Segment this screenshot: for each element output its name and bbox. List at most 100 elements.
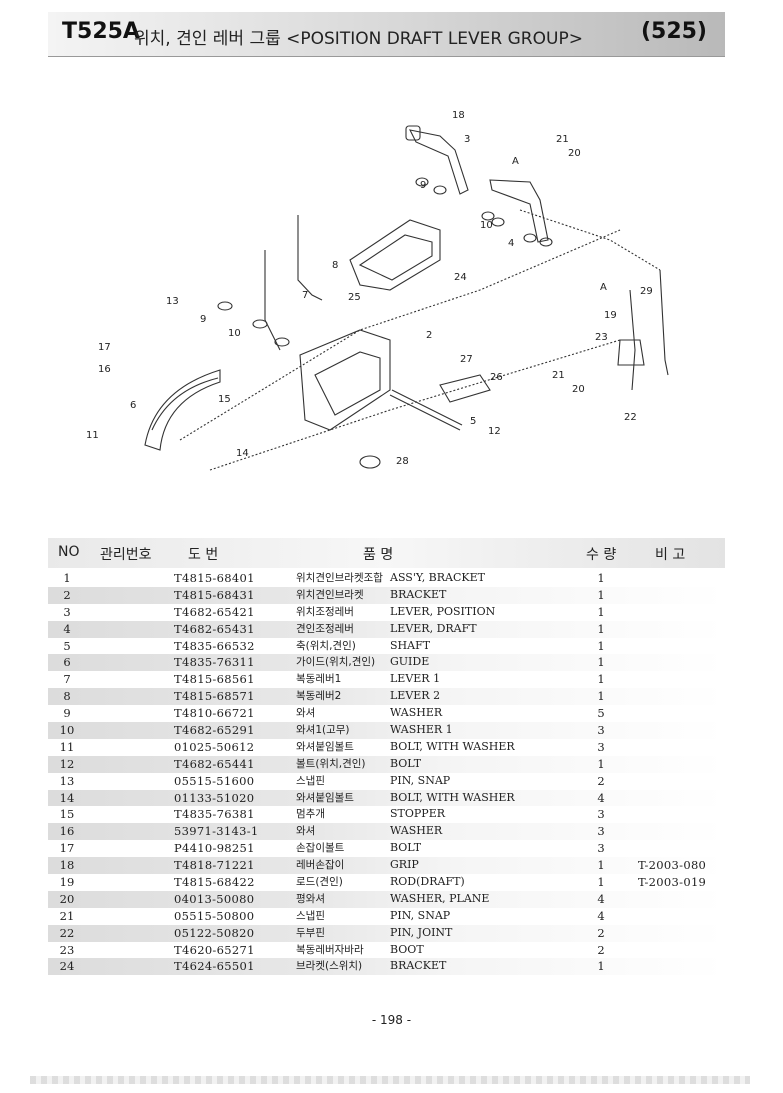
callout-label: 17 <box>98 342 111 353</box>
callout-label: 20 <box>568 148 581 159</box>
row-english-name: BRACKET <box>390 959 447 973</box>
row-english-name: LEVER, DRAFT <box>390 621 477 635</box>
row-quantity: 1 <box>597 621 605 636</box>
row-korean-name: 평와셔 <box>296 892 325 905</box>
row-no: 10 <box>59 723 75 738</box>
row-part-number: T4815-68571 <box>174 689 255 704</box>
row-part-number: 01025-50612 <box>174 739 255 754</box>
row-english-name: BOLT <box>390 841 422 855</box>
row-english-name: SHAFT <box>390 638 431 652</box>
row-part-number: P4410-98251 <box>174 841 255 856</box>
row-part-number: T4815-68561 <box>174 672 255 687</box>
col-drawing: 도 번 <box>188 547 219 563</box>
row-part-number: T4818-71221 <box>174 858 255 873</box>
row-quantity: 1 <box>597 689 605 704</box>
row-english-name: WASHER <box>390 824 443 838</box>
row-korean-name: 로드(견인) <box>296 876 343 889</box>
callout-label: 24 <box>454 272 467 283</box>
callout-label: 29 <box>640 286 653 297</box>
row-korean-name: 손잡이볼트 <box>296 842 345 855</box>
callout-label: 21 <box>556 134 569 145</box>
row-no: 8 <box>63 689 71 704</box>
row-quantity: 2 <box>597 773 605 788</box>
row-korean-name: 복동레버자바라 <box>296 943 364 956</box>
lever-position-part <box>409 129 469 195</box>
row-english-name: ROD(DRAFT) <box>390 875 465 889</box>
col-name: 품 명 <box>363 547 394 563</box>
callout-label: 21 <box>552 370 565 381</box>
row-english-name: WASHER <box>390 706 443 720</box>
row-english-name: BOLT, WITH WASHER <box>390 739 515 753</box>
row-part-number: 05515-50800 <box>174 908 255 923</box>
col-no: NO <box>58 544 80 560</box>
lever-draft-part <box>489 179 549 243</box>
grip-part <box>405 125 421 141</box>
row-quantity: 1 <box>597 655 605 670</box>
row-no: 5 <box>63 638 71 653</box>
row-korean-name: 브라켓(스위치) <box>296 960 363 973</box>
row-no: 11 <box>59 739 75 754</box>
row-korean-name: 와셔1(고무) <box>296 724 350 737</box>
row-korean-name: 레버손잡이 <box>296 859 345 872</box>
callout-label: 25 <box>348 292 361 303</box>
row-quantity: 4 <box>597 908 605 923</box>
row-quantity: 1 <box>597 571 605 585</box>
row-english-name: PIN, SNAP <box>390 773 451 787</box>
row-quantity: 3 <box>597 824 605 839</box>
row-no: 16 <box>59 824 75 839</box>
main-bracket-part <box>299 329 391 431</box>
row-part-number: 04013-50080 <box>174 891 255 906</box>
callout-label: 28 <box>396 456 409 467</box>
row-no: 17 <box>59 841 75 856</box>
row-korean-name: 와셔 <box>296 707 316 720</box>
table-header: NO 관리번호 도 번 품 명 수 량 비 고 <box>48 538 725 568</box>
row-english-name: LEVER 1 <box>390 672 441 686</box>
row-korean-name: 볼트(위치,견인) <box>296 757 366 770</box>
callout-label: 14 <box>236 448 249 459</box>
row-korean-name: 위치견인브라켓 <box>296 588 364 601</box>
row-quantity: 5 <box>597 706 605 721</box>
row-quantity: 3 <box>597 739 605 754</box>
callout-label: 23 <box>595 332 608 343</box>
row-no: 9 <box>63 706 71 721</box>
row-part-number: 05122-50820 <box>174 925 255 940</box>
row-part-number: T4815-68401 <box>174 571 255 585</box>
row-no: 7 <box>63 672 71 687</box>
callout-label: 16 <box>98 364 111 375</box>
callout-label: 2 <box>426 330 432 341</box>
row-part-number: 05515-51600 <box>174 773 255 788</box>
row-english-name: BOOT <box>390 942 424 956</box>
scan-strip <box>30 1076 750 1084</box>
row-korean-name: 와셔 <box>296 825 316 838</box>
row-no: 1 <box>63 571 71 585</box>
row-quantity: 3 <box>597 723 605 738</box>
row-korean-name: 두부핀 <box>296 926 325 939</box>
row-no: 19 <box>59 875 75 890</box>
row-quantity: 2 <box>597 942 605 957</box>
group-page-ref: (525) <box>640 19 707 44</box>
callout-label: 19 <box>604 310 617 321</box>
row-no: 2 <box>63 587 71 602</box>
row-english-name: BRACKET <box>390 587 447 601</box>
callout-label: 12 <box>488 426 501 437</box>
row-quantity: 1 <box>597 638 605 653</box>
row-english-name: BOLT, WITH WASHER <box>390 790 515 804</box>
row-part-number: 01133-51020 <box>174 790 255 805</box>
row-korean-name: 와셔붙임볼트 <box>296 791 354 804</box>
callout-label: 18 <box>452 110 465 121</box>
row-part-number: T4815-68422 <box>174 875 255 890</box>
